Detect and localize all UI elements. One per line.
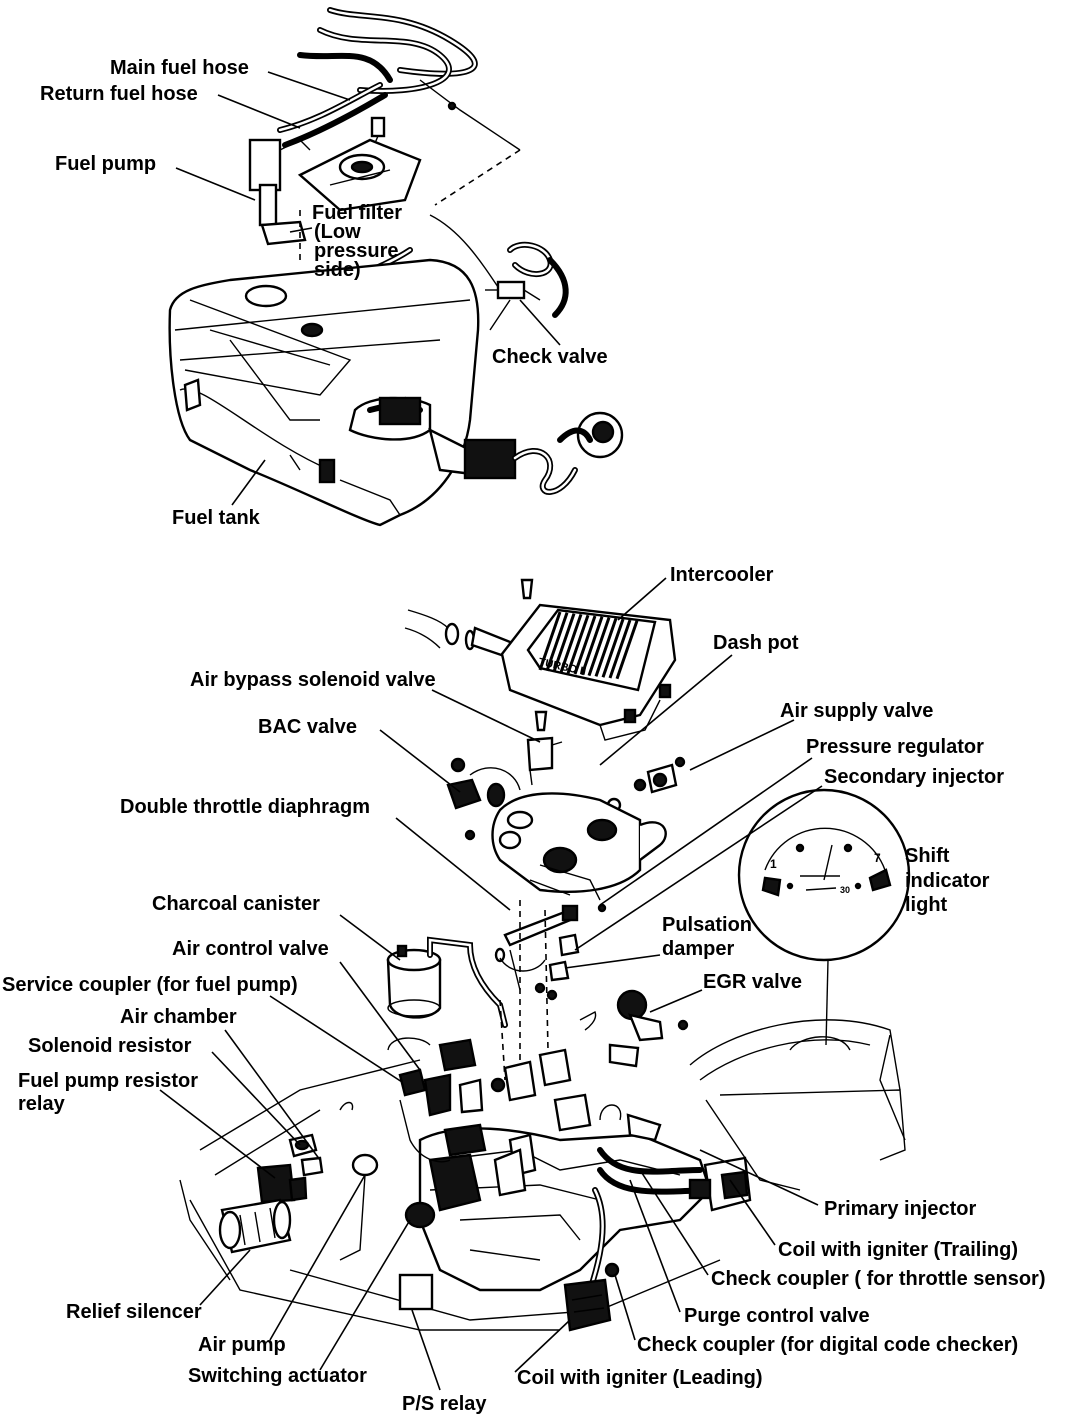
- label-pressure-regulator: Pressure regulator: [806, 736, 984, 758]
- coil-trailing-part: [688, 1156, 752, 1212]
- intercooler-fin: [587, 617, 611, 677]
- label-pulsation-damper-1: Pulsation: [662, 914, 752, 936]
- fuel-leader-lines: [175, 71, 561, 506]
- label-primary-injector: Primary injector: [824, 1198, 977, 1220]
- label-charcoal-canister: Charcoal canister: [152, 893, 320, 915]
- fuel-tank-plate: [297, 138, 422, 212]
- label-secondary-injector: Secondary injector: [824, 766, 1004, 788]
- fuel-hose-bundle: [277, 7, 521, 151]
- gauge-tick-1: 1: [770, 857, 777, 871]
- label-coil-leading: Coil with igniter (Leading): [517, 1367, 763, 1389]
- air-supply-valve-part: [606, 756, 686, 813]
- label-check-valve: Check valve: [492, 346, 608, 368]
- label-fuel-filter-1: Fuel filter: [312, 202, 402, 224]
- charcoal-canister: [386, 936, 508, 1028]
- label-air-pump: Air pump: [198, 1334, 286, 1356]
- coil-leading-part: [563, 1262, 620, 1332]
- label-fuel-tank: Fuel tank: [172, 507, 261, 529]
- label-egr-valve: EGR valve: [703, 971, 802, 993]
- label-shift-indicator-3: light: [905, 894, 948, 916]
- intercooler-fin: [594, 617, 618, 677]
- label-fuel-pump-resistor-relay-2: relay: [18, 1093, 66, 1115]
- label-pulsation-damper-2: damper: [662, 938, 734, 960]
- intercooler-fin: [545, 612, 569, 672]
- label-shift-indicator-2: indicator: [905, 870, 990, 892]
- label-air-chamber: Air chamber: [120, 1006, 237, 1028]
- label-service-coupler: Service coupler (for fuel pump): [2, 974, 298, 996]
- fuel-tank: [168, 258, 480, 527]
- engine-labels: Intercooler Dash pot Air bypass solenoid…: [2, 564, 1046, 1415]
- intercooler-fin: [601, 618, 625, 678]
- intercooler-fin: [580, 616, 604, 676]
- label-relief-silencer: Relief silencer: [66, 1301, 202, 1323]
- label-main-fuel-hose: Main fuel hose: [110, 57, 249, 79]
- injector-rail: [494, 904, 580, 1001]
- air-pump-part: [399, 1099, 527, 1229]
- bac-valve-part: [446, 757, 521, 810]
- fuel-pump-assembly: [248, 116, 386, 246]
- intercooler-fin: [559, 613, 583, 673]
- egr-valve-part: [579, 989, 689, 1068]
- label-dash-pot: Dash pot: [713, 632, 799, 654]
- label-fuel-pump: Fuel pump: [55, 153, 156, 175]
- fuel-filler-neck: [367, 396, 624, 495]
- car-body-outline: [179, 1019, 906, 1331]
- label-purge-control-valve: Purge control valve: [684, 1305, 870, 1327]
- label-bac-valve: BAC valve: [258, 716, 357, 738]
- label-double-throttle-diaphragm: Double throttle diaphragm: [120, 796, 370, 818]
- label-fuel-pump-resistor-relay-1: Fuel pump resistor: [18, 1070, 198, 1092]
- air-bypass-solenoid-part: [526, 710, 563, 786]
- gauge-tick-7: 7: [874, 851, 881, 865]
- intercooler-fins: [538, 611, 639, 680]
- label-fuel-filter-2: (Low: [314, 221, 361, 243]
- engine-illustration: TURBO II: [179, 578, 911, 1332]
- label-switching-actuator: Switching actuator: [188, 1365, 367, 1387]
- label-check-coupler-throttle: Check coupler ( for throttle sensor): [711, 1268, 1046, 1290]
- label-ps-relay: P/S relay: [402, 1393, 487, 1415]
- label-air-supply-valve: Air supply valve: [780, 700, 933, 722]
- label-check-coupler-digital: Check coupler (for digital code checker): [637, 1334, 1018, 1356]
- intercooler-fin: [552, 613, 576, 673]
- label-fuel-filter-3: pressure: [314, 240, 399, 262]
- intercooler: TURBO II: [500, 603, 677, 741]
- fuel-labels: Main fuel hose Return fuel hose Fuel pum…: [40, 57, 608, 529]
- intercooler-fin: [538, 611, 562, 671]
- shift-indicator-gauge: 1 7 30: [737, 788, 911, 1046]
- label-air-bypass-solenoid-valve: Air bypass solenoid valve: [190, 669, 436, 691]
- label-coil-trailing: Coil with igniter (Trailing): [778, 1239, 1018, 1261]
- gauge-tick-30: 30: [840, 885, 850, 895]
- label-shift-indicator-1: Shift: [905, 845, 950, 867]
- fuel-system-illustration: [168, 7, 624, 527]
- ps-relay-part: [398, 1273, 434, 1311]
- left-components: [218, 1101, 379, 1261]
- label-intercooler: Intercooler: [670, 564, 774, 586]
- engine-leader-lines: [159, 577, 823, 1391]
- intercooler-fin: [615, 620, 639, 680]
- label-solenoid-resistor: Solenoid resistor: [28, 1035, 192, 1057]
- air-control-valve-part: [387, 1037, 506, 1117]
- label-return-fuel-hose: Return fuel hose: [40, 83, 198, 105]
- intercooler-fin: [573, 615, 597, 675]
- label-air-control-valve: Air control valve: [172, 938, 329, 960]
- intercooler-fin: [608, 619, 632, 679]
- label-fuel-filter-4: side): [314, 259, 361, 281]
- intercooler-fin: [566, 614, 590, 674]
- engine-block: [418, 1048, 723, 1293]
- throttle-body: [464, 792, 667, 913]
